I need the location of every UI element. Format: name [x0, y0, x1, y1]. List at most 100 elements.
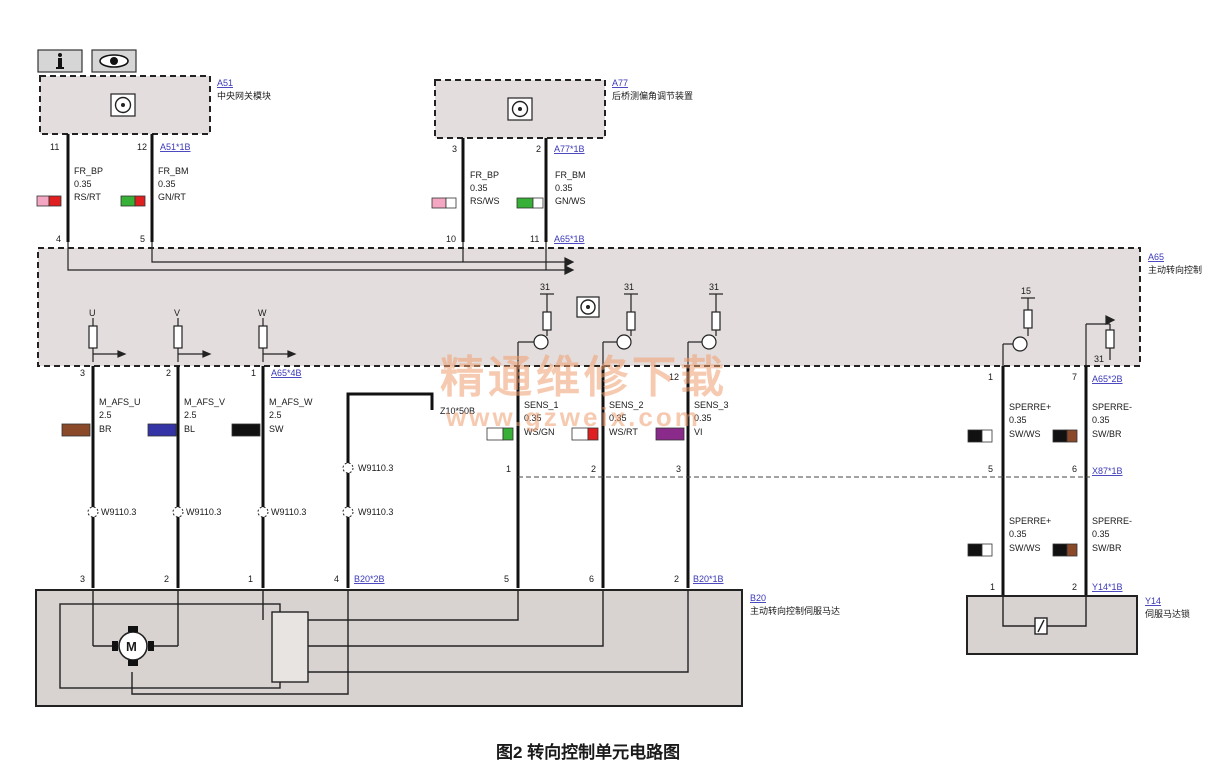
svg-text:M_AFS_V: M_AFS_V — [184, 397, 225, 407]
pin-label: 2 — [591, 464, 596, 474]
module-a77-name: 后桥测偏角调节装置 — [612, 90, 693, 101]
connector-b20-2b[interactable]: B20*2B — [354, 574, 385, 584]
svg-text:0.35: 0.35 — [74, 179, 92, 189]
view-button[interactable] — [91, 49, 137, 73]
shield-ref: W9110.3 — [358, 463, 393, 473]
svg-text:BR: BR — [99, 424, 112, 434]
pin-label: 3 — [676, 464, 681, 474]
svg-text:0.35: 0.35 — [1009, 529, 1027, 539]
module-b20-id[interactable]: B20 — [750, 593, 766, 603]
phase-w-label: W — [258, 308, 267, 318]
pin-label: 6 — [589, 574, 594, 584]
svg-text:2.5: 2.5 — [184, 410, 197, 420]
motor-internal-wiring — [59, 590, 689, 695]
connector-a51-1b[interactable]: A51*1B — [160, 142, 191, 152]
svg-text:M_AFS_U: M_AFS_U — [99, 397, 141, 407]
svg-text:M: M — [126, 639, 137, 654]
module-a51-name: 中央网关模块 — [217, 90, 271, 101]
eye-icon — [99, 54, 129, 68]
shield-ref: W9110.3 — [101, 507, 136, 517]
pin-label: 3 — [80, 368, 85, 378]
connector-z10[interactable]: Z10*50B — [440, 406, 475, 416]
svg-text:SW: SW — [269, 424, 284, 434]
wire-label-w12: SPERRE- 0.35 SW/BR — [1052, 402, 1132, 443]
shield-splices — [87, 462, 354, 518]
supply-label: 31 — [709, 282, 719, 292]
module-a51[interactable] — [39, 75, 211, 135]
svg-text:BL: BL — [184, 424, 195, 434]
connector-y14-1b[interactable]: Y14*1B — [1092, 582, 1123, 592]
wire-label-w11: SPERRE+ 0.35 SW/WS — [967, 402, 1051, 443]
pin-label: 1 — [990, 582, 995, 592]
lock-coil — [1002, 596, 1087, 635]
svg-text:GN/RT: GN/RT — [158, 192, 186, 202]
pin-label: 5 — [140, 234, 145, 244]
wire-label-w2: FR_BM 0.35 GN/RT — [120, 166, 189, 207]
wire-label-w4: FR_BM 0.35 GN/WS — [516, 170, 586, 209]
connector-a65-4b[interactable]: A65*4B — [271, 368, 302, 378]
connector-a65-2b[interactable]: A65*2B — [1092, 374, 1123, 384]
svg-text:SW/WS: SW/WS — [1009, 429, 1041, 439]
supply-label: 31 — [540, 282, 550, 292]
pin-label: 2 — [1072, 582, 1077, 592]
steering-wheel-icon — [576, 296, 600, 318]
svg-text:WS/RT: WS/RT — [609, 427, 638, 437]
connector-x87-1b[interactable]: X87*1B — [1092, 466, 1123, 476]
svg-text:VI: VI — [694, 427, 703, 437]
pin-label: 1 — [988, 372, 993, 382]
connector-a77-1b[interactable]: A77*1B — [554, 144, 585, 154]
shield-ref: W9110.3 — [186, 507, 221, 517]
svg-text:SPERRE+: SPERRE+ — [1009, 402, 1051, 412]
steering-wheel-icon — [110, 93, 136, 117]
pin-label: 1 — [248, 574, 253, 584]
connector-b20-1b[interactable]: B20*1B — [693, 574, 724, 584]
svg-text:SW/BR: SW/BR — [1092, 543, 1122, 553]
pin-label: 10 — [446, 234, 456, 244]
pin-label: 5 — [988, 464, 993, 474]
svg-text:0.35: 0.35 — [609, 413, 627, 423]
svg-text:0.35: 0.35 — [694, 413, 712, 423]
module-a51-id[interactable]: A51 — [217, 78, 233, 88]
info-button[interactable] — [37, 49, 83, 73]
wire-label-w13: SPERRE+ 0.35 SW/WS — [967, 516, 1051, 557]
module-a65-id[interactable]: A65 — [1148, 252, 1164, 262]
figure-caption: 图2 转向控制单元电路图 — [496, 742, 680, 762]
phase-u-label: U — [89, 308, 96, 318]
svg-text:FR_BM: FR_BM — [555, 170, 586, 180]
module-b20-name: 主动转向控制伺服马达 — [750, 605, 840, 616]
pin-label: 11 — [50, 142, 59, 152]
wire-label-w9: SENS_2 0.35 WS/RT — [571, 400, 644, 441]
pin-label: 2 — [536, 144, 541, 154]
info-icon — [56, 53, 64, 69]
module-y14-id[interactable]: Y14 — [1145, 596, 1161, 606]
wire-label-w8: SENS_1 0.35 WS/GN — [486, 400, 559, 441]
svg-text:SENS_1: SENS_1 — [524, 400, 559, 410]
pin-label: 6 — [1072, 464, 1077, 474]
pin-label: 5 — [504, 574, 509, 584]
svg-text:0.35: 0.35 — [524, 413, 542, 423]
connector-a65-1b[interactable]: A65*1B — [554, 234, 585, 244]
sensor-supply-stubs — [517, 293, 1116, 366]
svg-text:0.35: 0.35 — [555, 183, 573, 193]
module-a77[interactable] — [434, 79, 606, 139]
supply-label: 31 — [624, 282, 634, 292]
internal-bus-lines — [67, 242, 575, 275]
pin-label: 12 — [137, 142, 147, 152]
svg-text:0.35: 0.35 — [1092, 529, 1110, 539]
shield-ref: W9110.3 — [358, 507, 393, 517]
steering-wheel-icon — [507, 97, 533, 121]
svg-text:SPERRE-: SPERRE- — [1092, 516, 1132, 526]
pin-label: 3 — [80, 574, 85, 584]
svg-text:SW/WS: SW/WS — [1009, 543, 1041, 553]
module-y14[interactable] — [966, 595, 1138, 655]
svg-text:0.35: 0.35 — [1009, 415, 1027, 425]
wire-label-w3: FR_BP 0.35 RS/WS — [431, 170, 500, 209]
wire-label-w5: M_AFS_U 2.5 BR — [61, 397, 141, 437]
module-a77-id[interactable]: A77 — [612, 78, 628, 88]
module-b20[interactable]: M — [35, 589, 743, 707]
svg-text:0.35: 0.35 — [158, 179, 176, 189]
shield-wire — [346, 392, 434, 588]
wire-label-w14: SPERRE- 0.35 SW/BR — [1052, 516, 1132, 557]
svg-text:SENS_2: SENS_2 — [609, 400, 644, 410]
watermark-text: 精通维修下载 — [440, 353, 728, 402]
